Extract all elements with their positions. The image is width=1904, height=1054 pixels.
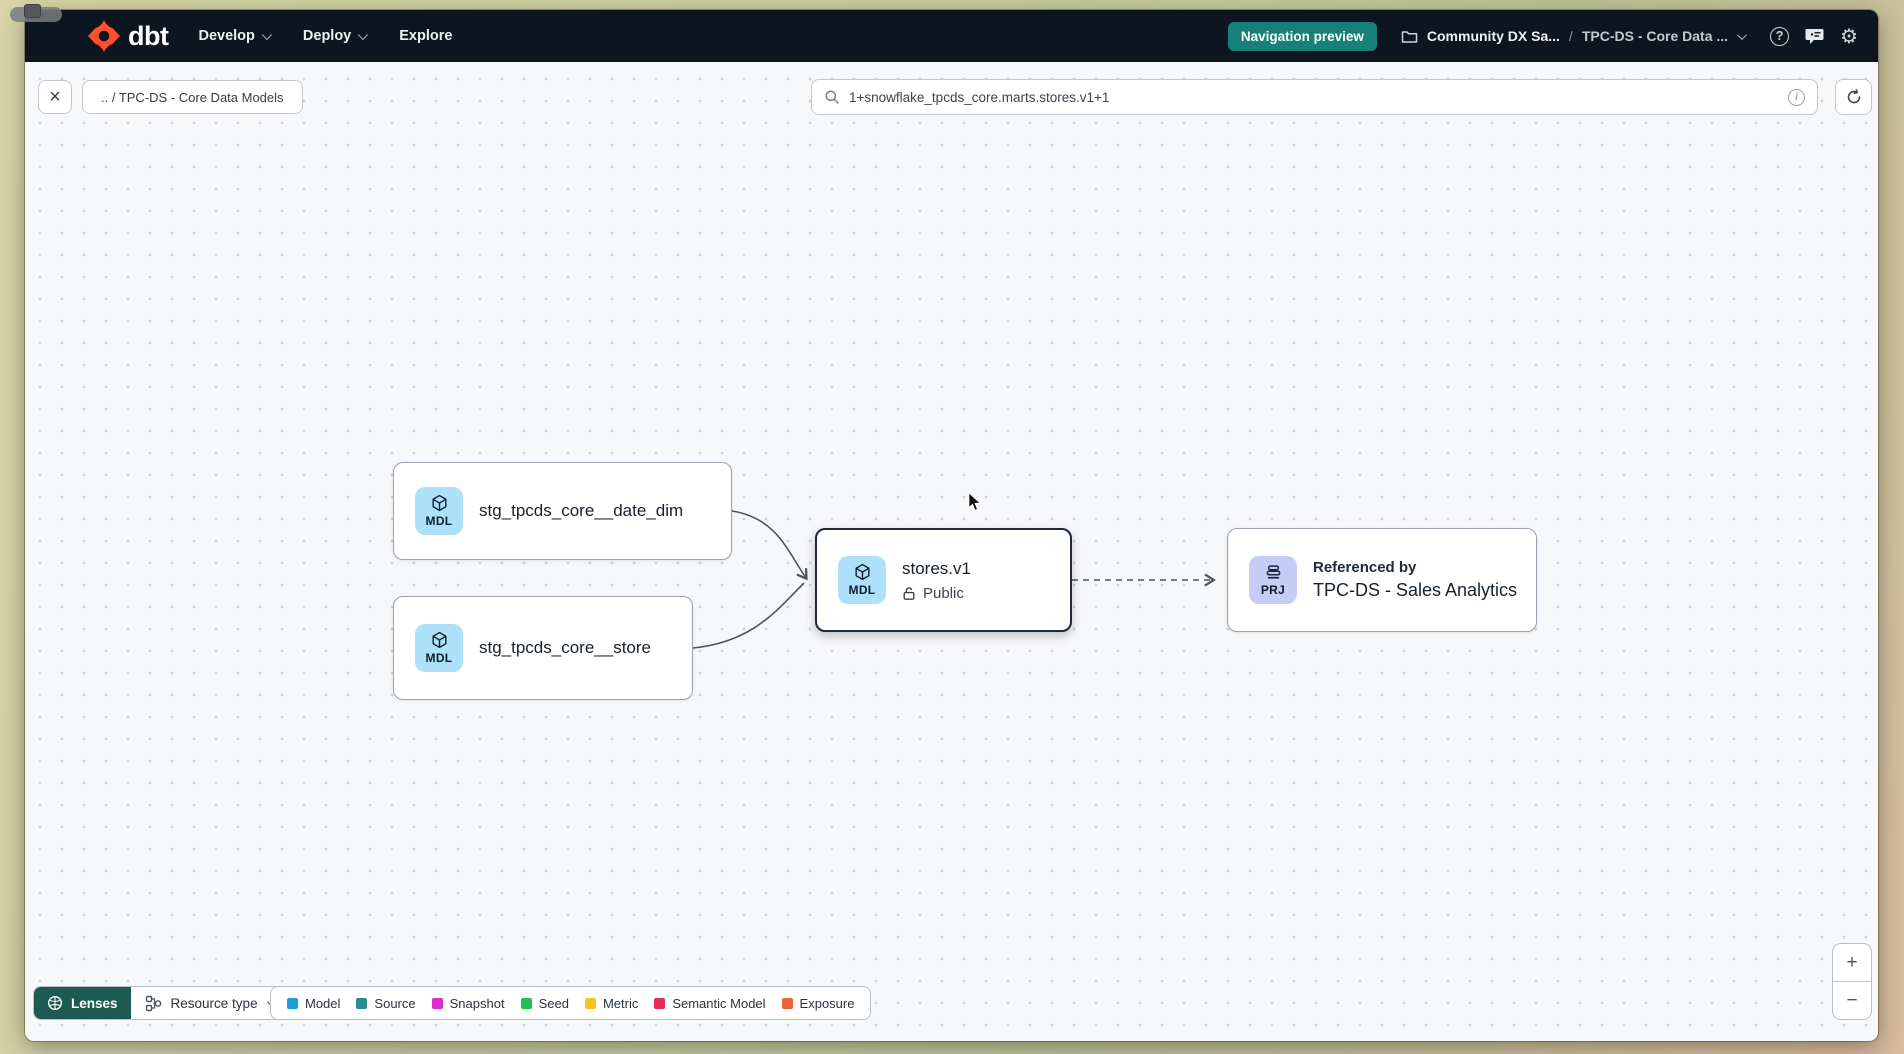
dbt-logo-text: dbt (128, 20, 169, 51)
lenses-button[interactable]: Lenses (34, 987, 131, 1019)
badge-label: MDL (425, 514, 453, 528)
model-swatch (287, 997, 298, 1009)
stack-icon (1266, 564, 1280, 579)
access-label: Public (923, 584, 964, 602)
legend-item-model: Model (287, 996, 340, 1011)
chevron-down-icon (358, 29, 369, 40)
lineage-search-bar: i (811, 79, 1818, 115)
cube-icon (854, 563, 870, 581)
top-navbar: dbt Develop Deploy Explore Navigation pr… (25, 10, 1878, 62)
legend-item-semantic-model: Semantic Model (654, 995, 766, 1011)
canvas-zoom-controls: + − (1832, 943, 1872, 1020)
resource-type-legend: Model Source Snapshot Seed Metric Semant… (270, 986, 872, 1020)
lineage-canvas[interactable]: × .. / TPC-DS - Core Data Models i (25, 62, 1878, 1041)
nav-item-explore[interactable]: Explore (399, 28, 452, 44)
help-icon[interactable]: ? (1770, 26, 1790, 46)
referenced-by-caption: Referenced by (1313, 559, 1417, 576)
lineage-path-label: .. / TPC-DS - Core Data Models (101, 89, 284, 105)
dbt-logo-icon (88, 20, 120, 52)
lens-icon (47, 995, 63, 1011)
legend-label: Exposure (799, 995, 855, 1011)
node-stores-v1[interactable]: MDL stores.v1 Public (815, 528, 1072, 632)
breadcrumb-page[interactable]: TPC-DS - Core Data ... (1581, 28, 1729, 44)
edge-date-dim-to-stores (731, 510, 808, 581)
folder-icon (1401, 30, 1418, 43)
nav-item-explore-label: Explore (399, 28, 453, 44)
project-badge: PRJ (1249, 556, 1297, 604)
navbar-right: Navigation preview Community DX Sa... / … (1227, 21, 1858, 51)
badge-label: MDL (848, 583, 876, 597)
lineage-selector-input[interactable] (849, 89, 1779, 105)
breadcrumb-separator: / (1568, 28, 1573, 44)
nav-menu: Develop Deploy Explore (198, 28, 452, 44)
legend-item-snapshot: Snapshot (431, 995, 505, 1011)
node-stg-tpcds-core-store[interactable]: MDL stg_tpcds_core__store (393, 596, 693, 700)
model-badge: MDL (415, 487, 463, 535)
node-label: stores.v1 (902, 558, 971, 578)
view-controls-group: Lenses Resource type (33, 986, 289, 1020)
settings-gear-icon[interactable]: ⚙ (1840, 24, 1858, 48)
node-label: stg_tpcds_core__store (479, 638, 651, 657)
lineage-path-chip[interactable]: .. / TPC-DS - Core Data Models (82, 80, 303, 114)
resource-type-label: Resource type (170, 995, 258, 1011)
navigation-preview-badge[interactable]: Navigation preview (1227, 21, 1377, 51)
model-badge: MDL (415, 624, 463, 672)
node-text-block: stores.v1 Public (902, 559, 971, 602)
chevron-down-icon (261, 29, 272, 40)
metric-swatch (584, 997, 596, 1009)
legend-label: Metric (602, 995, 639, 1011)
legend-label: Snapshot (449, 995, 505, 1011)
cube-icon (431, 631, 447, 649)
navbar-icons: ? ⚙ (1770, 26, 1858, 46)
cube-icon (431, 494, 447, 512)
seed-swatch (520, 997, 532, 1009)
model-badge: MDL (838, 556, 886, 604)
node-text-block: Referenced by TPC-DS - Sales Analytics (1313, 559, 1517, 601)
badge-label: MDL (425, 651, 453, 665)
refresh-lineage-button[interactable] (1835, 79, 1872, 115)
dbt-logo[interactable]: dbt (87, 19, 169, 53)
badge-label: PRJ (1260, 582, 1286, 597)
close-icon: × (49, 85, 61, 108)
node-stg-tpcds-core-date-dim[interactable]: MDL stg_tpcds_core__date_dim (393, 462, 732, 560)
mouse-cursor (968, 492, 981, 511)
source-swatch (356, 997, 368, 1009)
resource-graph-icon (145, 995, 161, 1011)
legend-item-metric: Metric (584, 995, 639, 1011)
feedback-chat-icon[interactable] (1804, 27, 1825, 46)
snapshot-swatch (431, 997, 443, 1009)
node-access-row: Public (902, 585, 971, 602)
nav-item-develop[interactable]: Develop (198, 28, 272, 44)
breadcrumb-project[interactable]: Community DX Sa... (1426, 28, 1560, 44)
resource-type-dropdown[interactable]: Resource type (130, 987, 288, 1019)
breadcrumb[interactable]: Community DX Sa... / TPC-DS - Core Data … (1401, 28, 1747, 44)
edge-store-to-stores (692, 582, 805, 649)
node-label: stg_tpcds_core__date_dim (479, 501, 684, 520)
chevron-down-icon[interactable] (1737, 29, 1747, 40)
legend-item-exposure: Exposure (781, 995, 855, 1011)
nav-item-deploy-label: Deploy (302, 28, 352, 44)
legend-item-seed: Seed (520, 995, 569, 1011)
info-icon[interactable]: i (1788, 88, 1805, 106)
legend-label: Seed (538, 995, 569, 1011)
node-referenced-by-project[interactable]: PRJ Referenced by TPC-DS - Sales Analyti… (1227, 528, 1537, 632)
exposure-swatch (781, 997, 793, 1009)
legend-item-source: Source (356, 995, 416, 1011)
app-window: dbt Develop Deploy Explore Navigation pr… (25, 10, 1878, 1041)
nav-item-deploy[interactable]: Deploy (302, 28, 369, 44)
zoom-in-button[interactable]: + (1833, 944, 1871, 982)
zoom-out-button[interactable]: − (1833, 982, 1871, 1019)
close-button[interactable]: × (38, 80, 72, 114)
legend-label: Model (305, 995, 341, 1011)
unlock-icon (903, 586, 915, 600)
search-icon (825, 90, 839, 104)
legend-label: Source (374, 995, 416, 1011)
nav-item-develop-label: Develop (198, 28, 255, 44)
node-label: TPC-DS - Sales Analytics (1313, 580, 1518, 600)
refresh-icon (1847, 89, 1860, 104)
lenses-label: Lenses (71, 995, 118, 1011)
semantic-model-swatch (654, 997, 666, 1009)
screen-recording-pill (10, 4, 62, 22)
legend-label: Semantic Model (672, 995, 766, 1011)
